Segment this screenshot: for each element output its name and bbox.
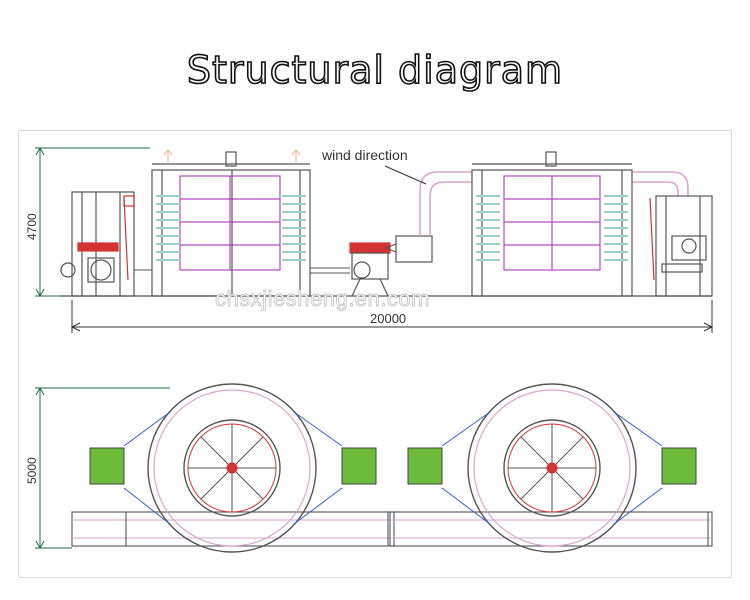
left-oven-louvers [156,195,306,261]
watermark: chsxjiesheng.en.com [215,286,430,312]
left-oven-arrows [163,148,301,162]
right-discharge [649,195,713,297]
left-drum [123,383,343,553]
right-oven [471,151,633,297]
wind-direction-label: wind direction [321,147,408,163]
left-feeder [60,191,135,297]
right-fan-box-b [661,447,697,485]
right-drum [441,383,663,553]
dimension-height-side-label: 4700 [25,213,39,240]
drawing-frame [18,130,732,578]
side-elevation: 4700 20000 [25,146,714,333]
right-oven-louvers [476,195,628,261]
left-fan-box-a [89,447,125,485]
left-fan-box-b [341,447,377,485]
plan-view: 5000 [25,383,713,553]
conveyor-rails [71,511,713,547]
middle-cutter [349,235,433,297]
dimension-height-side [35,146,150,298]
dimension-length-label: 20000 [370,311,406,326]
wind-duct [419,171,689,236]
page-title: Structural diagram [186,47,564,93]
right-fan-box-a [407,447,443,485]
dimension-height-top [35,386,170,550]
dimension-height-top-label: 5000 [25,457,39,484]
dimension-length [70,300,714,333]
left-oven [151,151,311,297]
